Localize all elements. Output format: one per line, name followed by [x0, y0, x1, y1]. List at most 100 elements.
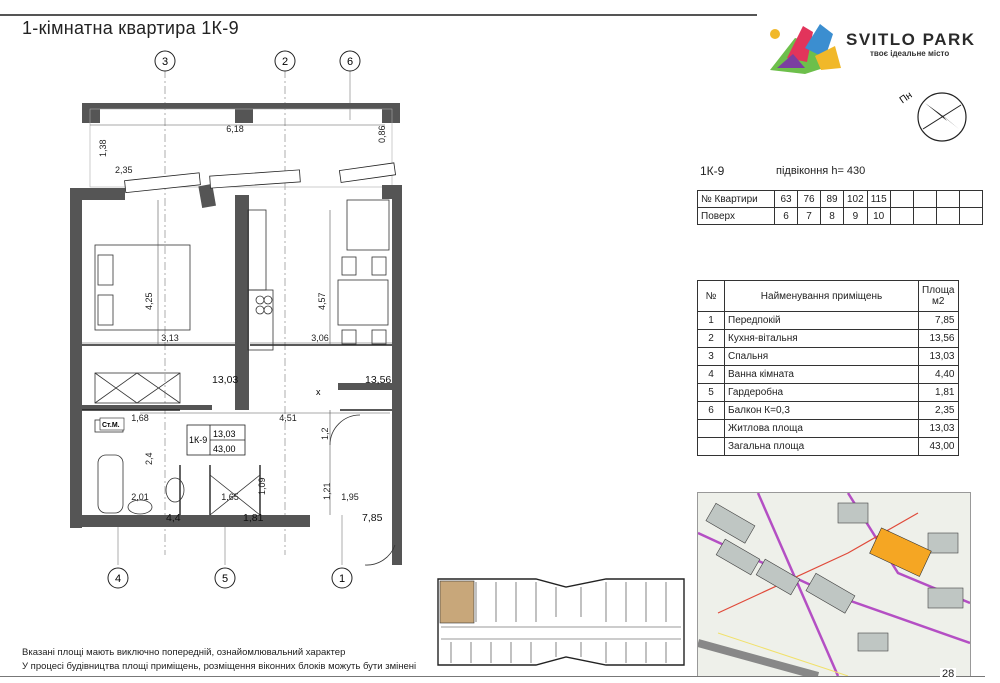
dimension-label: 1,21 [322, 482, 332, 500]
table-cell: № Квартири [697, 190, 775, 208]
north-label: Пн [898, 90, 915, 106]
table-cell: 13,03 [918, 419, 959, 438]
table-cell: 7,85 [918, 311, 959, 330]
dimension-label: 4,51 [279, 413, 297, 423]
table-cell: 76 [797, 190, 821, 208]
sill-height: підвіконня h= 430 [776, 165, 866, 177]
dimension-label: 3,13 [161, 333, 179, 343]
disclaimer-note: Вказані площі мають виключно попередній,… [22, 647, 346, 658]
dimension-label: 6,18 [226, 124, 244, 134]
disclaimer-note: У процесі будівництва площі приміщень, р… [22, 661, 417, 672]
table-cell [889, 190, 914, 208]
dimension-label: 4,25 [144, 292, 154, 310]
floor-plan: 3 2 6 4 5 1 [70, 50, 402, 589]
tag-x: x [316, 387, 321, 397]
page-number: 28 [940, 668, 957, 680]
dimension-label: 2,4 [144, 452, 154, 465]
dimension-label: 1,68 [131, 413, 149, 423]
apartment-stamp: 1К-9 13,03 43,00 [186, 424, 246, 456]
tag-stm: Ст.М. [102, 422, 120, 429]
room-area: 1,81 [243, 512, 264, 524]
table-cell: 8 [820, 207, 844, 225]
table-cell: 13,03 [918, 347, 959, 366]
table-cell: 102 [843, 190, 868, 208]
dimension-label: 1,38 [98, 139, 108, 157]
table-cell: 1,81 [918, 383, 959, 402]
table-cell: 6 [697, 401, 725, 420]
plan-code: 1К-9 [700, 164, 725, 178]
column-header: Площа м2 [918, 280, 959, 312]
table-cell: 2,35 [918, 401, 959, 420]
site-map [697, 492, 971, 677]
table-cell [935, 207, 960, 225]
svitlo-park-logo [770, 24, 841, 74]
table-cell: 6 [774, 207, 798, 225]
svg-text:1К-9: 1К-9 [189, 435, 207, 445]
table-header-row: № Найменування приміщень Площа м2 [697, 280, 959, 312]
room-area: 4,4 [166, 512, 181, 524]
dimension-label: 0,86 [377, 125, 387, 143]
dimension-label: 1,95 [341, 492, 359, 502]
table-cell: Ванна кімната [724, 365, 919, 384]
table-cell: Балкон К=0,3 [724, 401, 919, 420]
dimension-label: 3,06 [311, 333, 329, 343]
table-cell: Передпокій [724, 311, 919, 330]
table-row: Поверх 6 7 8 9 10 [697, 207, 983, 225]
table-cell [889, 207, 914, 225]
table-cell: 115 [866, 190, 891, 208]
dimension-label: 1,2 [320, 427, 330, 440]
axis-label: 4 [115, 573, 121, 585]
table-cell: 13,56 [918, 329, 959, 348]
table-cell: Поверх [697, 207, 775, 225]
table-cell: Загальна площа [724, 437, 919, 456]
room-area: 13,03 [212, 374, 238, 386]
table-cell: 3 [697, 347, 725, 366]
table-cell: 89 [820, 190, 844, 208]
axis-label: 1 [339, 573, 345, 585]
axis-label: 5 [222, 573, 228, 585]
footer-rule [0, 676, 985, 677]
table-row: № Квартири 63 76 89 102 115 [697, 190, 983, 208]
table-cell: Житлова площа [724, 419, 919, 438]
svg-text:13,03: 13,03 [213, 429, 236, 439]
room-area: 7,85 [362, 512, 383, 524]
dimension-label: 4,57 [317, 292, 327, 310]
axis-label: 2 [282, 56, 288, 68]
dimension-label: 2,35 [115, 165, 133, 175]
table-cell [912, 207, 937, 225]
table-cell: 10 [866, 207, 891, 225]
table-cell: 43,00 [918, 437, 959, 456]
table-cell: Гардеробна [724, 383, 919, 402]
table-cell: 9 [843, 207, 868, 225]
dimension-label: 1,09 [257, 477, 267, 495]
table-cell: 4,40 [918, 365, 959, 384]
table-cell: 5 [697, 383, 725, 402]
axis-label: 3 [162, 56, 168, 68]
header-rule [0, 14, 757, 16]
axis-markers [107, 50, 361, 589]
dimension-label: 2,01 [131, 492, 149, 502]
brand-name: SVITLO PARK [846, 30, 976, 49]
table-cell: 63 [774, 190, 798, 208]
table-cell: 2 [697, 329, 725, 348]
svg-text:43,00: 43,00 [213, 444, 236, 454]
column-header: № [697, 280, 725, 312]
table-cell: Кухня-вітальня [724, 329, 919, 348]
room-area: 13,56 [365, 374, 391, 386]
table-cell [697, 437, 725, 456]
dimension-label: 1,65 [221, 492, 239, 502]
table-cell [958, 190, 983, 208]
table-cell: 4 [697, 365, 725, 384]
compass-icon: Пн [898, 90, 967, 142]
table-cell: 1 [697, 311, 725, 330]
axis-label: 6 [347, 56, 353, 68]
